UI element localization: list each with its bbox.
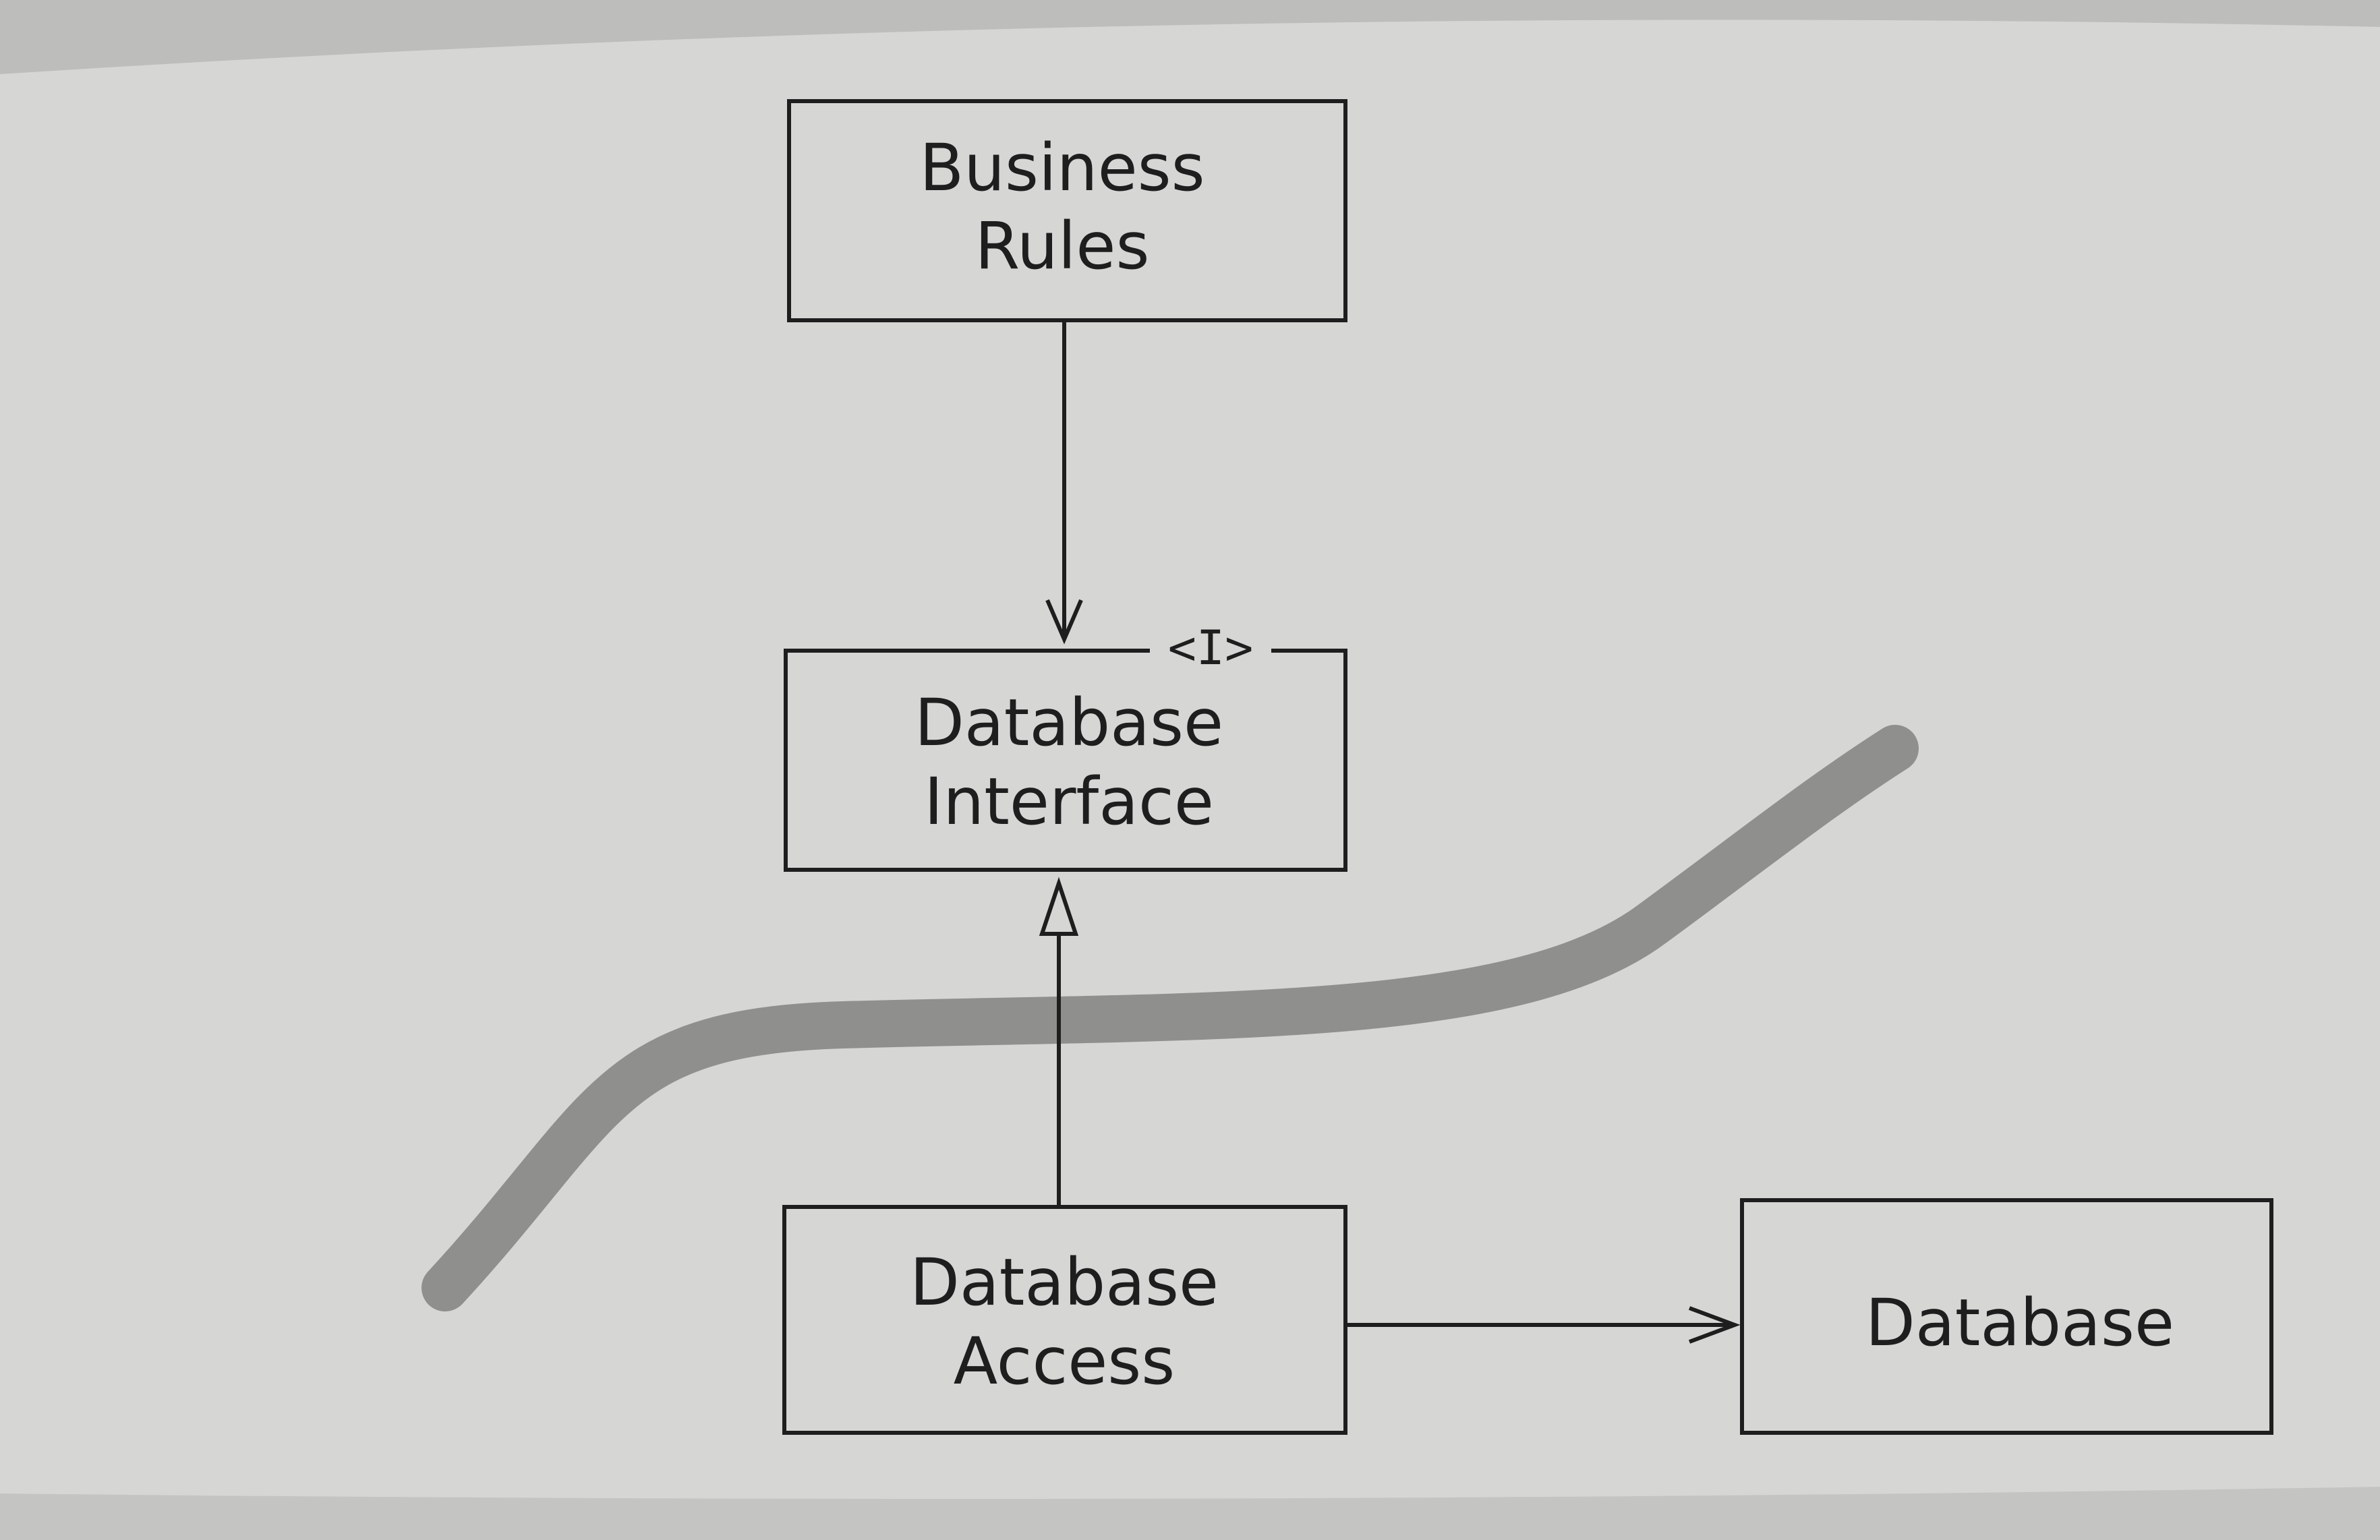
page-edge-shadow xyxy=(0,0,2380,74)
page-bottom-shadow xyxy=(0,1487,2380,1540)
business-rules-label-line-2: Rules xyxy=(975,208,1150,284)
architecture-boundary-line xyxy=(422,725,1919,1311)
database-interface-label-line-2: Interface xyxy=(924,764,1214,839)
dependency-arrow-business-to-interface xyxy=(1045,320,1083,645)
database-interface-box[interactable]: <I> Database Interface xyxy=(784,620,1347,872)
database-access-label-line-2: Access xyxy=(954,1324,1176,1399)
business-rules-label-line-1: Business xyxy=(919,130,1204,206)
dependency-arrow-access-to-database xyxy=(1345,1306,1741,1344)
interface-stereotype: <I> xyxy=(1168,620,1253,676)
implements-arrow-access-to-interface xyxy=(1039,877,1079,1207)
database-box[interactable]: Database xyxy=(1740,1198,2273,1435)
database-access-box[interactable]: Database Access xyxy=(782,1205,1347,1435)
database-interface-label-line-1: Database xyxy=(915,685,1223,761)
database-access-label-line-1: Database xyxy=(910,1245,1219,1320)
database-label: Database xyxy=(1865,1285,2174,1361)
business-rules-box[interactable]: Business Rules xyxy=(787,99,1347,322)
